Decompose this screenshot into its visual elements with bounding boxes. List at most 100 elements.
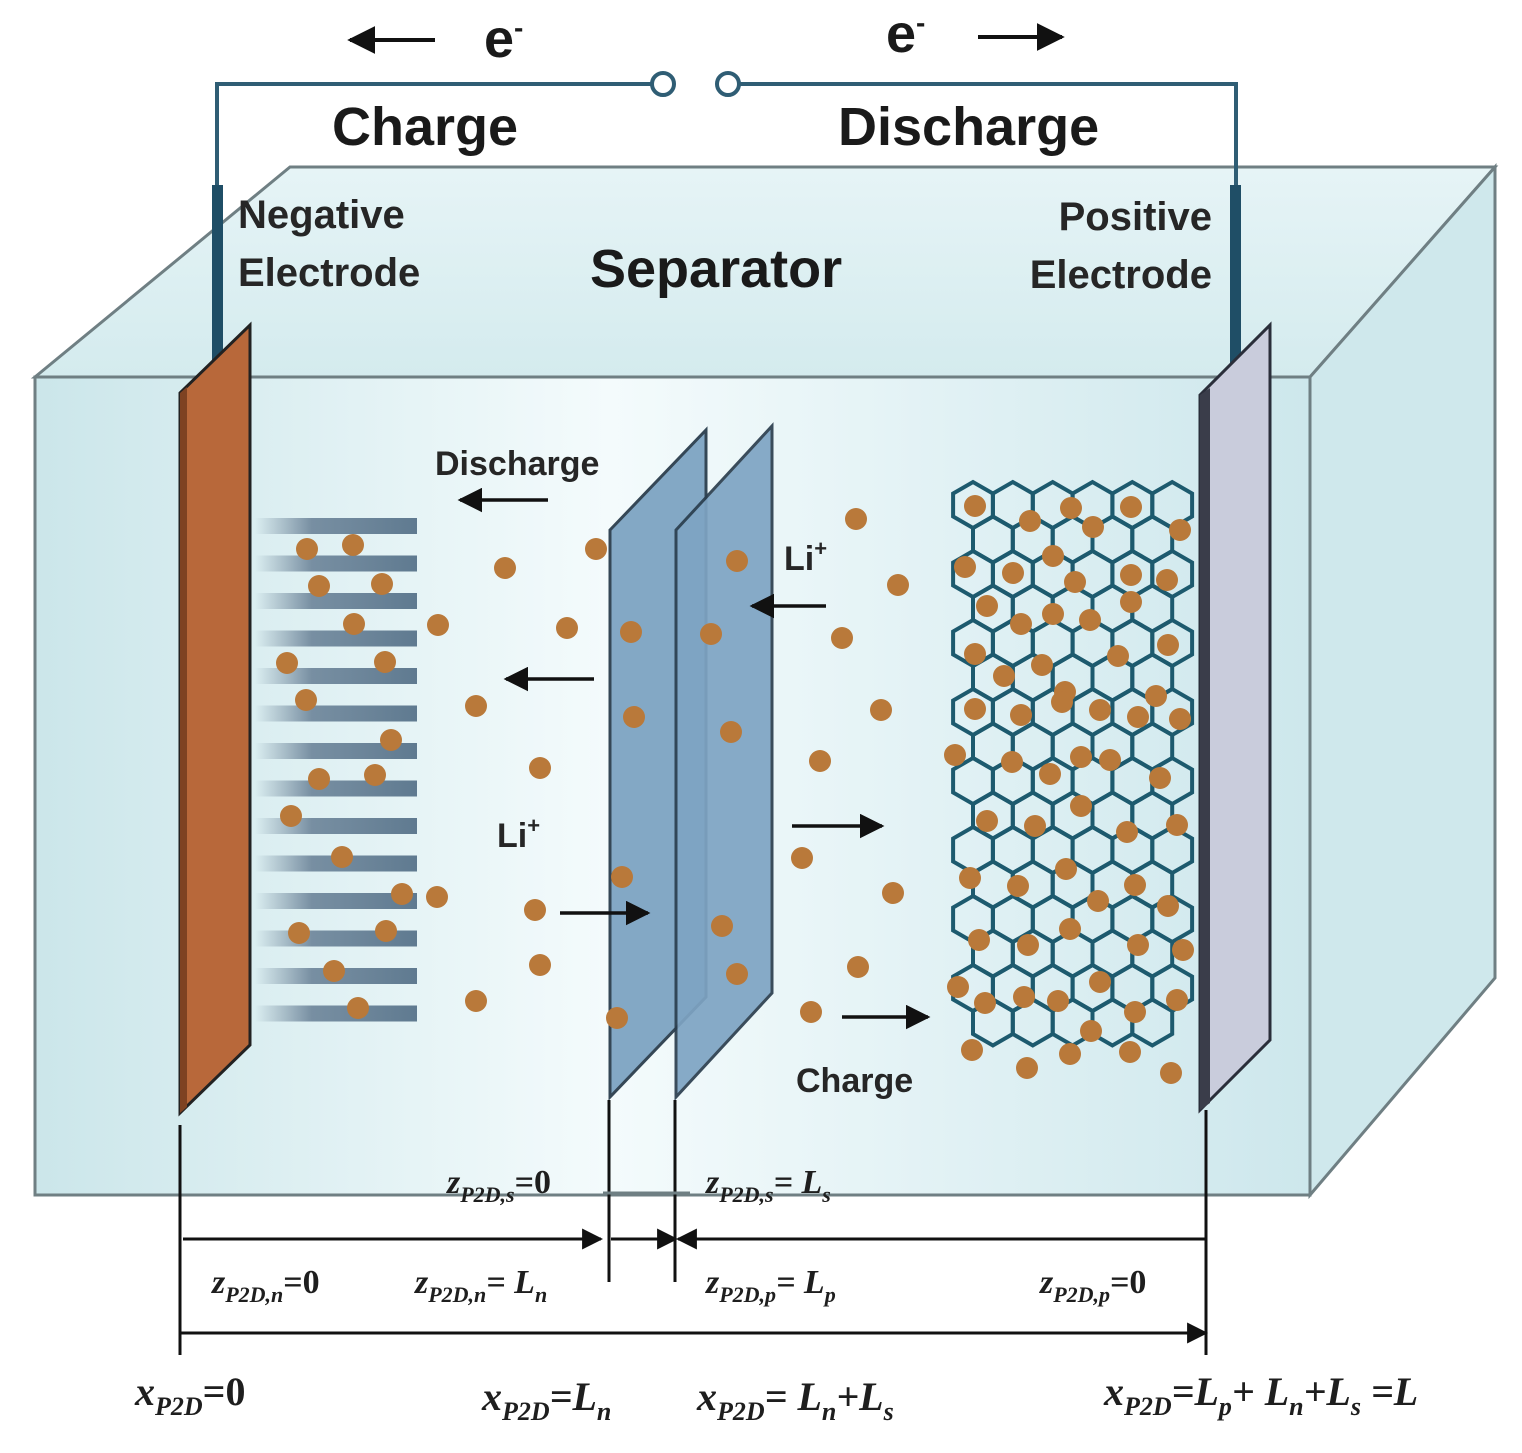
graphite-layer: [255, 780, 417, 797]
charge-flow-label: Charge: [796, 1062, 913, 1100]
lithium-ion: [976, 595, 998, 617]
x-total-L: xP2D=Lp+ Ln+Ls =L: [1103, 1369, 1418, 1421]
negative-current-collector: [178, 321, 252, 1117]
z-n-Ln: zP2D,n= Ln: [414, 1264, 547, 1307]
lithium-ion: [1156, 569, 1178, 591]
lithium-ion: [323, 960, 345, 982]
x-Ln-plus-Ls: xP2D= Ln+Ls: [696, 1374, 894, 1426]
lithium-ion: [1013, 986, 1035, 1008]
lithium-ion: [331, 846, 353, 868]
lithium-ion: [1047, 990, 1069, 1012]
negative-electrode-label-2: Electrode: [238, 251, 420, 295]
lithium-ion: [944, 744, 966, 766]
lithium-ion: [959, 867, 981, 889]
lithium-ion: [295, 689, 317, 711]
graphite-layer: [255, 630, 417, 647]
terminal-left: [650, 71, 676, 97]
lithium-ion: [870, 699, 892, 721]
lithium-ion: [968, 929, 990, 951]
lithium-ion: [585, 538, 607, 560]
lithium-ion: [964, 698, 986, 720]
lithium-ion: [1024, 815, 1046, 837]
lithium-ion: [1064, 571, 1086, 593]
electron-label-right: e-: [886, 4, 925, 64]
tab-positive: [1230, 185, 1241, 365]
lithium-ion: [465, 990, 487, 1012]
separator-sheet-2: [674, 422, 774, 1101]
cathode-hexagon: [1130, 997, 1175, 1048]
lithium-ion: [1120, 496, 1142, 518]
electron-flow: e- e- Charge Discharge: [332, 4, 1099, 157]
lithium-ion: [887, 574, 909, 596]
lithium-ion: [964, 495, 986, 517]
lithium-ion: [800, 1001, 822, 1023]
electron-label-left: e-: [484, 9, 523, 69]
lithium-ion: [364, 764, 386, 786]
positive-current-collector: [1198, 321, 1272, 1114]
z-p-zero: zP2D,p=0: [1039, 1264, 1146, 1307]
lithium-ion: [976, 810, 998, 832]
graphite-layer: [255, 705, 417, 722]
lithium-ion: [720, 721, 742, 743]
lithium-ion: [1119, 1041, 1141, 1063]
lithium-ion: [1157, 895, 1179, 917]
graphite-layer: [255, 668, 417, 684]
graphite-layer: [255, 1005, 417, 1022]
lithium-ion: [1087, 890, 1109, 912]
lithium-ion: [1079, 609, 1101, 631]
lithium-ion: [1127, 706, 1149, 728]
lithium-ion: [1149, 767, 1171, 789]
li-ion-label-2: Li+: [497, 813, 540, 855]
discharge-mode-label: Discharge: [838, 97, 1099, 157]
lithium-ion: [1059, 918, 1081, 940]
lithium-ions: [276, 495, 1194, 1084]
lithium-ion: [374, 651, 396, 673]
lithium-ion: [427, 614, 449, 636]
lithium-ion: [1010, 704, 1032, 726]
tab-negative: [212, 185, 223, 365]
lithium-ion: [1016, 1057, 1038, 1079]
lithium-ion: [611, 866, 633, 888]
graphite-layer: [255, 555, 417, 572]
lithium-ion: [726, 963, 748, 985]
lithium-ion: [623, 706, 645, 728]
charge-mode-label: Charge: [332, 97, 518, 157]
lithium-ion: [1172, 939, 1194, 961]
lithium-ion: [1124, 1001, 1146, 1023]
lithium-ion: [1116, 821, 1138, 843]
lithium-ion: [1019, 510, 1041, 532]
lithium-ion: [831, 627, 853, 649]
lithium-ion: [391, 883, 413, 905]
lithium-ion: [1120, 564, 1142, 586]
lithium-ion: [1107, 645, 1129, 667]
lithium-ion: [1055, 858, 1077, 880]
x-Ln: xP2D=Ln: [481, 1374, 611, 1426]
lithium-ion: [791, 847, 813, 869]
region-labels: Negative Electrode Separator Positive El…: [238, 193, 1212, 299]
lithium-ion: [961, 1039, 983, 1061]
lithium-ion: [1089, 971, 1111, 993]
lithium-ion: [845, 508, 867, 530]
lithium-ion: [964, 643, 986, 665]
lithium-ion: [1031, 654, 1053, 676]
lithium-ion: [1010, 613, 1032, 635]
lithium-ion: [1169, 708, 1191, 730]
lithium-ion: [1082, 516, 1104, 538]
lithium-ion: [529, 954, 551, 976]
lithium-ion: [1169, 519, 1191, 541]
positive-electrode-label-1: Positive: [1059, 195, 1212, 239]
ion-flow-arrows: Discharge Charge Li+ Li+: [435, 445, 931, 1100]
lithium-ion: [974, 992, 996, 1014]
lithium-ion: [726, 550, 748, 572]
x-zero: xP2D=0: [134, 1369, 245, 1421]
lithium-ion: [1120, 591, 1142, 613]
lithium-ion: [308, 575, 330, 597]
graphite-layer: [255, 818, 417, 834]
lithium-ion: [947, 976, 969, 998]
lithium-ion: [347, 997, 369, 1019]
separator-label: Separator: [590, 239, 842, 299]
lithium-ion: [529, 757, 551, 779]
lithium-ion: [380, 729, 402, 751]
lithium-ion: [308, 768, 330, 790]
lithium-ion: [296, 538, 318, 560]
